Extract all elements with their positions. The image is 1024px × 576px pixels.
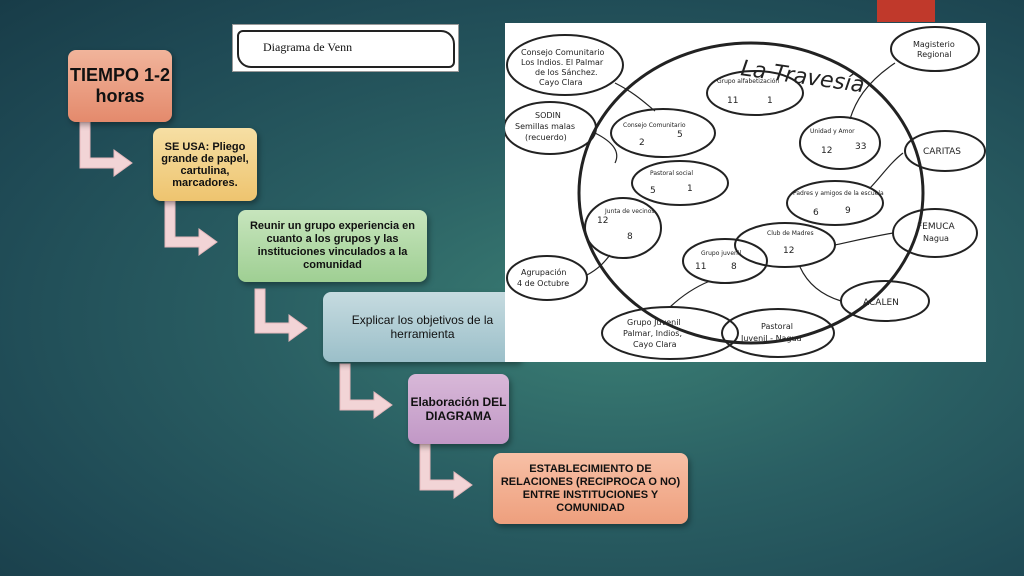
- pastoral-juvenil-circle: [721, 308, 835, 358]
- step-materials: SE USA: Pliego grande de papel, cartulin…: [153, 128, 257, 201]
- grupo-juvenil-palmar-line3: Cayo Clara: [633, 340, 677, 349]
- consejo-outer-line2: Los Indios. El Palmar: [521, 58, 604, 67]
- inner-label: Junta de vecinos: [604, 208, 655, 215]
- inner-count-f: 8: [627, 232, 633, 242]
- pastoral-juvenil-line2: Juvenil - Nagua: [740, 334, 802, 343]
- inner-count-m: 11: [695, 262, 706, 272]
- caritas-label: CARITAS: [923, 147, 961, 157]
- magisterio-line2: Regional: [917, 50, 952, 59]
- step-relations: ESTABLECIMIENTO DE RELACIONES (RECIPROCA…: [493, 453, 688, 524]
- junta-vecinos-circle: [584, 197, 662, 259]
- femuca-line2: Nagua: [923, 234, 949, 243]
- title-banner: Diagrama de Venn: [232, 24, 459, 72]
- inner-count-m: 11: [727, 96, 738, 106]
- inner-count-m: 12: [783, 246, 794, 256]
- agrupacion-line2: 4 de Octubre: [517, 279, 569, 288]
- step-gather-group: Reunir un grupo experiencia en cuanto a …: [238, 210, 427, 282]
- agrupacion-circle: [506, 255, 588, 301]
- inner-count-m: 6: [813, 208, 819, 218]
- page-title: Diagrama de Venn: [263, 40, 353, 54]
- pastoral-social-circle: [631, 160, 729, 206]
- relation-arrow: [799, 266, 842, 302]
- inner-count-f: 33: [855, 142, 866, 152]
- consejo-outer-line4: Cayo Clara: [539, 78, 583, 87]
- unidad-amor-circle: [799, 116, 881, 170]
- connector-arrow: [79, 121, 133, 177]
- inner-count-f: 1: [687, 184, 693, 194]
- inner-label: Pastoral social: [650, 170, 693, 177]
- sodin-line1: SODIN: [535, 111, 561, 120]
- consejo-inner-circle: [610, 108, 716, 158]
- consejo-outer-line3: de los Sánchez.: [535, 68, 598, 77]
- connector-arrow: [164, 200, 218, 256]
- accent-tab: [877, 0, 935, 22]
- femuca-line1: FEMUCA: [917, 222, 956, 232]
- inner-label: Grupo juvenil: [701, 250, 741, 257]
- consejo-outer-line1: Consejo Comunitario: [521, 48, 604, 57]
- inner-count-f: 1: [767, 96, 773, 106]
- pastoral-juvenil-line1: Pastoral: [761, 322, 793, 331]
- inner-count-f: 8: [731, 262, 737, 272]
- community-ellipse: [577, 41, 925, 345]
- inner-count-f: 9: [845, 206, 851, 216]
- grupo-juvenil-palmar-line2: Palmar, Indios,: [623, 329, 682, 338]
- inner-label: Padres y amigos de la escuela: [793, 190, 884, 197]
- sodin-line2: Semillas malas: [515, 122, 575, 131]
- step-elaboration: Elaboración DEL DIAGRAMA: [408, 374, 509, 444]
- femuca-circle: [892, 208, 978, 258]
- step-time: TIEMPO 1-2 horas: [68, 50, 172, 122]
- connector-arrow: [254, 288, 308, 342]
- inner-label: Grupo alfabetización: [717, 78, 779, 85]
- relation-arrow: [669, 280, 711, 308]
- consejo-outer-circle: [506, 34, 624, 96]
- alfabetizacion-circle: [706, 70, 804, 116]
- inner-count-m: 12: [821, 146, 832, 156]
- grupo-juvenil-palmar-line1: Grupo Juvenil: [627, 318, 681, 327]
- inner-count-m: 12: [597, 216, 608, 226]
- relation-arrow: [586, 254, 611, 276]
- relation-arrow: [614, 82, 656, 112]
- relation-arrow: [849, 62, 896, 120]
- agrupacion-line1: Agrupación: [521, 267, 566, 277]
- inner-label: Unidad y Amor: [810, 128, 855, 135]
- magisterio-line1: Magisterio: [913, 40, 955, 49]
- inner-count-m: 5: [650, 186, 656, 196]
- inner-label: Consejo Comunitario: [623, 122, 686, 129]
- relation-arrow: [834, 232, 894, 246]
- sodin-line3: (recuerdo): [525, 133, 567, 142]
- relation-arrow: [594, 132, 618, 164]
- venn-diagram-image: La Travesía Consejo Comunitario Los Indi…: [503, 23, 986, 362]
- inner-count-f: 5: [677, 130, 683, 140]
- inner-count-m: 2: [639, 138, 645, 148]
- acalen-label: ACALEN: [863, 298, 899, 308]
- step-explain-objectives: Explicar los objetivos de la herramienta: [323, 292, 522, 362]
- connector-arrow: [419, 443, 473, 499]
- padres-amigos-circle: [786, 180, 884, 226]
- scroll-frame: [237, 30, 455, 68]
- connector-arrow: [339, 363, 393, 419]
- magisterio-circle: [890, 26, 980, 72]
- caritas-circle: [904, 130, 986, 172]
- inner-label: Club de Madres: [767, 230, 814, 237]
- grupo-juvenil-circle: [682, 238, 768, 284]
- relation-arrow: [869, 152, 904, 189]
